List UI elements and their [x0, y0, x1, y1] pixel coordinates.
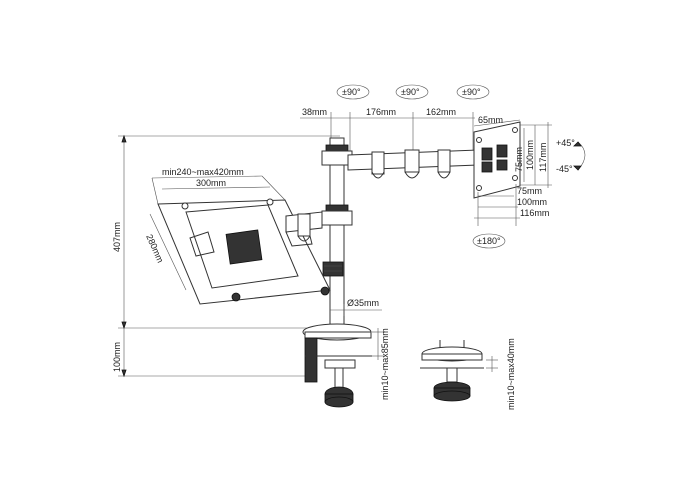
vesa-65-label: 65mm — [478, 115, 503, 125]
pole — [321, 137, 353, 331]
tilt-symbol-1: ±90° — [336, 84, 370, 100]
tilt-symbol-2: ±90° — [395, 84, 429, 100]
tilt-up-label: +45° — [556, 138, 575, 148]
tilt-symbol-3: ±90° — [456, 84, 490, 100]
desk-clamp — [302, 323, 372, 408]
overall-height-dimension: 407mm — [112, 134, 340, 330]
pole-diameter-dimension: Ø35mm — [330, 298, 382, 316]
vesa-75h-label: 75mm — [517, 186, 542, 196]
rotate-symbol: ±180° — [472, 233, 506, 249]
tilt-label-2: ±90° — [401, 87, 420, 97]
arm-dim-38-label: 38mm — [302, 107, 327, 117]
upper-monitor-arm — [347, 149, 479, 179]
clamp-range-label: min10~max85mm — [380, 328, 390, 400]
tilt-down-label: -45° — [556, 164, 573, 174]
arm-dim-162-label: 162mm — [426, 107, 456, 117]
grommet-range-label: min10~max40mm — [506, 338, 516, 410]
vesa-100v-label: 100mm — [525, 140, 535, 170]
tray-width-label: 300mm — [196, 178, 226, 188]
vesa-117v-label: 117mm — [538, 143, 548, 172]
rotate-label: ±180° — [477, 236, 501, 246]
grommet-base — [420, 340, 484, 402]
grommet-range-dimension: min10~max40mm — [486, 338, 516, 410]
pole-diameter-label: Ø35mm — [347, 298, 379, 308]
tray-depth-label: 280mm — [144, 233, 165, 264]
tray-width-range-label: min240~max420mm — [162, 167, 244, 177]
tilt-label-1: ±90° — [342, 87, 361, 97]
vesa-plate — [473, 121, 521, 199]
tray-arm — [285, 211, 323, 242]
tilt-label-3: ±90° — [462, 87, 481, 97]
arm-dim-176-label: 176mm — [366, 107, 396, 117]
clamp-range-dimension: min10~max85mm — [372, 328, 390, 400]
vesa-75v-label: 75mm — [514, 147, 524, 172]
base-height-label: 100mm — [112, 342, 122, 372]
base-height-dimension: 100mm — [112, 328, 316, 378]
pole-height-label: 407mm — [112, 222, 122, 252]
vesa-100h-label: 100mm — [517, 197, 547, 207]
vesa-dimensions: 65mm 75mm 100mm 117mm 75mm 100mm 116mm — [473, 115, 552, 226]
vesa-116h-label: 116mm — [520, 208, 549, 218]
tilt-symbol-right: +45° -45° — [556, 138, 586, 174]
